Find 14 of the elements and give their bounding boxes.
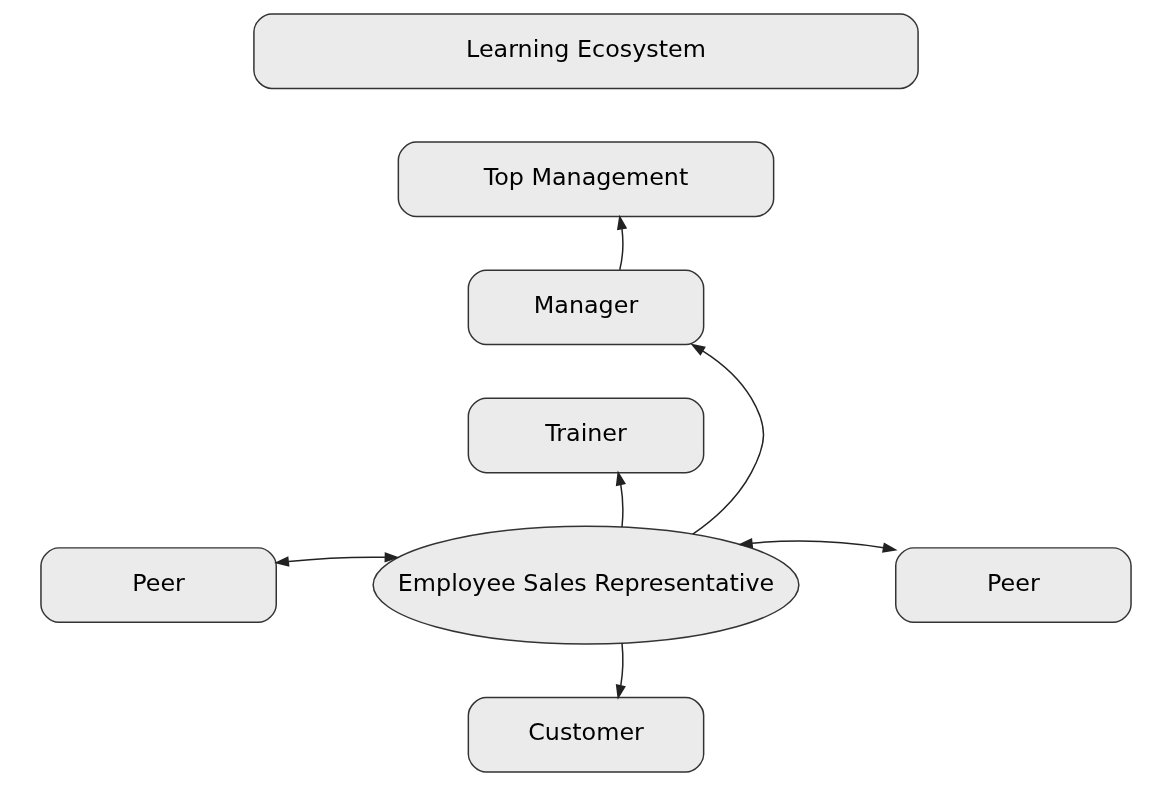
arrow <box>615 642 626 700</box>
arrow <box>274 552 400 567</box>
node-box: Manager <box>467 269 705 346</box>
arrow <box>615 470 626 528</box>
node-box: Peer <box>895 547 1132 624</box>
node-box: Learning Ecosystem <box>253 13 919 90</box>
arrow <box>690 343 765 535</box>
node-box: Peer <box>40 547 277 624</box>
node-box: Top Management <box>397 141 775 218</box>
node-ellipse: Employee Sales Representative <box>372 525 800 645</box>
arrow <box>616 214 628 271</box>
arrow <box>737 537 898 553</box>
node-box: Trainer <box>467 397 705 474</box>
node-box: Customer <box>467 696 705 773</box>
